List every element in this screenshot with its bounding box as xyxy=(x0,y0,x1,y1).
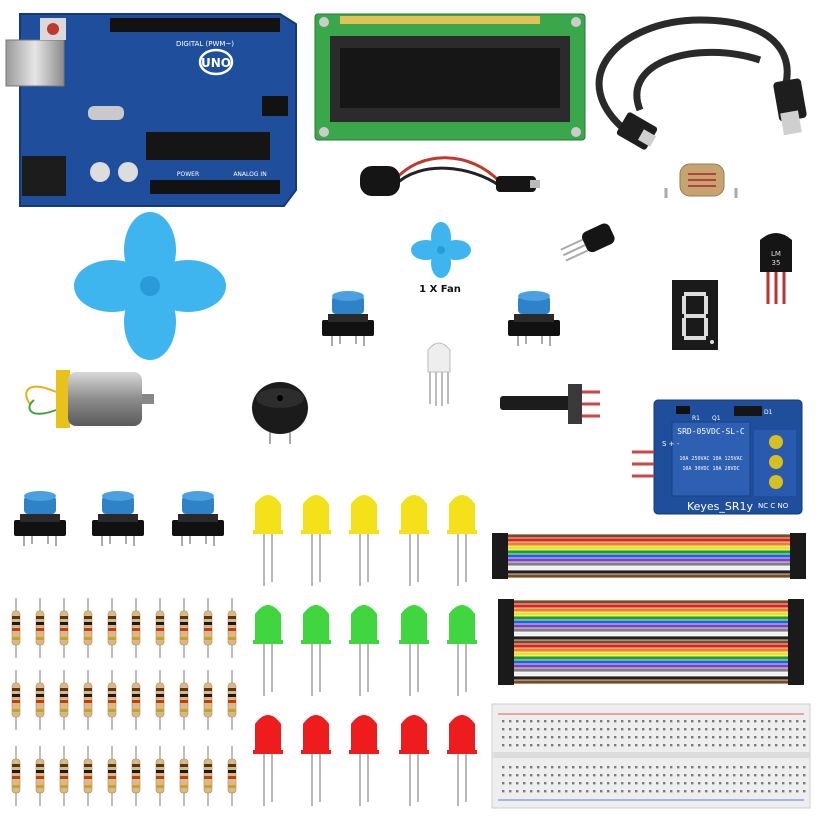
relay-brand-label: Keyes_SR1y xyxy=(687,500,754,513)
led xyxy=(253,495,283,586)
relay-right-pins: NC C NO xyxy=(758,502,789,510)
led xyxy=(447,715,477,806)
resistor xyxy=(227,669,237,731)
arduino-digital-label: DIGITAL (PWM~) xyxy=(176,40,234,48)
led xyxy=(447,605,477,696)
lcd-module xyxy=(314,13,586,141)
resistor xyxy=(203,669,213,731)
relay-part-r1: R1 xyxy=(692,415,700,422)
led xyxy=(301,605,331,696)
ldr xyxy=(664,163,738,198)
dc-motor xyxy=(25,370,154,428)
fan-propeller-small xyxy=(411,222,471,278)
resistor xyxy=(131,669,141,731)
led xyxy=(301,495,331,586)
relay-rating-1: 10A 250VAC 10A 125VAC xyxy=(679,456,742,462)
resistor xyxy=(83,745,93,807)
push-button xyxy=(321,290,375,347)
lm35-sensor: LM 35 xyxy=(760,233,792,304)
led-grid xyxy=(253,495,477,806)
arduino-logo: UNO xyxy=(201,56,231,70)
lm35-label-bottom: 35 xyxy=(772,259,781,267)
resistor xyxy=(203,745,213,807)
resistor xyxy=(35,669,45,731)
relay-module: SRD-05VDC-SL-C 10A 250VAC 10A 125VAC 10A… xyxy=(632,399,803,515)
led xyxy=(399,495,429,586)
resistor xyxy=(11,745,21,807)
resistor xyxy=(11,597,21,659)
push-button xyxy=(171,490,225,547)
resistor xyxy=(179,669,189,731)
resistor xyxy=(59,597,69,659)
resistor xyxy=(83,597,93,659)
relay-rating-2: 10A 30VDC 10A 28VDC xyxy=(682,466,739,472)
arduino-power-label: POWER xyxy=(177,171,199,178)
push-button xyxy=(91,490,145,547)
push-button xyxy=(13,490,67,547)
arduino-analog-label: ANALOG IN xyxy=(233,171,266,178)
jumper-bundle-short xyxy=(492,533,806,579)
led xyxy=(447,495,477,586)
buzzer xyxy=(252,382,308,444)
resistor xyxy=(155,745,165,807)
jumper-bundle-long xyxy=(498,599,804,685)
led xyxy=(349,715,379,806)
usb-cable xyxy=(595,16,807,150)
relay-left-pins: S + - xyxy=(662,440,680,448)
relay-part-q1: Q1 xyxy=(712,415,721,422)
resistor xyxy=(83,669,93,731)
resistor xyxy=(107,669,117,731)
arduino-board: UNO DIGITAL (PWM~) POWER ANALOG IN xyxy=(5,13,297,207)
led xyxy=(253,715,283,806)
led xyxy=(349,605,379,696)
resistor xyxy=(131,745,141,807)
led xyxy=(399,715,429,806)
resistor xyxy=(179,597,189,659)
resistor xyxy=(59,669,69,731)
resistor xyxy=(11,669,21,731)
resistor xyxy=(35,745,45,807)
resistor xyxy=(179,745,189,807)
resistor-grid xyxy=(11,597,237,807)
resistor xyxy=(227,597,237,659)
push-button xyxy=(507,290,561,347)
led xyxy=(253,605,283,696)
resistor xyxy=(203,597,213,659)
led xyxy=(301,715,331,806)
resistor xyxy=(155,597,165,659)
resistor xyxy=(107,597,117,659)
rgb-led xyxy=(427,342,451,406)
resistor xyxy=(227,745,237,807)
fan-caption: 1 X Fan xyxy=(419,284,461,295)
battery-clip xyxy=(360,156,540,196)
breadboard xyxy=(491,703,811,809)
resistor xyxy=(107,745,117,807)
lm35-label-top: LM xyxy=(771,250,781,258)
potentiometer xyxy=(500,384,600,424)
breadboard-holes xyxy=(502,720,806,793)
fan-propeller-large xyxy=(74,212,226,360)
jumper-wires xyxy=(492,533,806,685)
resistor xyxy=(155,669,165,731)
led xyxy=(399,605,429,696)
resistor xyxy=(59,745,69,807)
relay-part-d1: D1 xyxy=(764,409,773,416)
seven-segment-display xyxy=(672,280,718,350)
led xyxy=(349,495,379,586)
relay-coil-text: SRD-05VDC-SL-C xyxy=(677,427,745,436)
thermistor xyxy=(560,223,615,262)
resistor xyxy=(35,597,45,659)
resistor xyxy=(131,597,141,659)
